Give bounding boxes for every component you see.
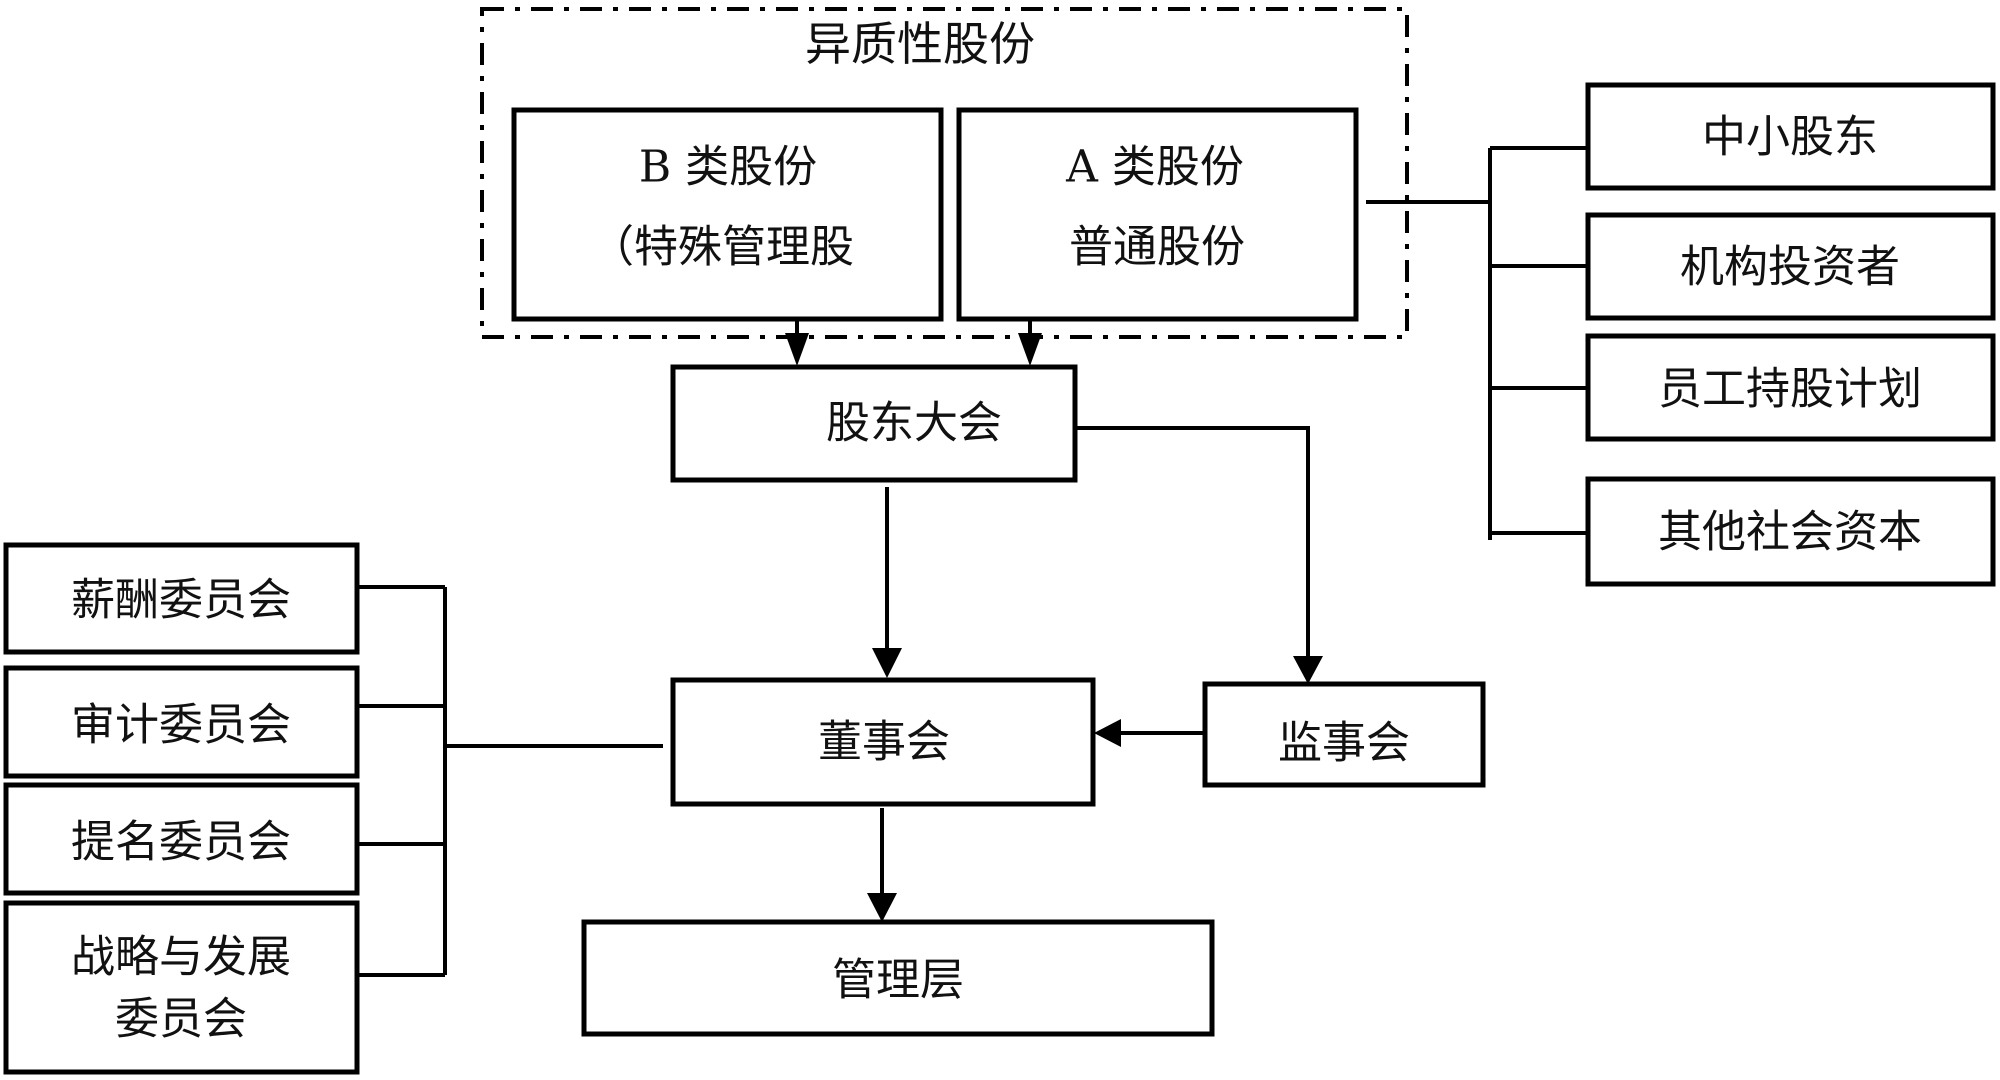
meeting-to-supervisory-connector (1075, 426, 1310, 656)
a-shares-sublabel: 普通股份 (1069, 222, 1245, 273)
type-institutional-investors[interactable]: 机构投资者 (1585, 212, 1996, 321)
b-shares-sublabel: （特殊管理股 (590, 222, 854, 273)
board-box[interactable] (670, 677, 1096, 807)
board-label: 董事会 (818, 717, 950, 768)
committee-nomination[interactable]: 提名委员会 (3, 782, 360, 896)
supervisory-to-board-arrowhead (1094, 719, 1121, 747)
type-label: 中小股东 (1702, 112, 1878, 163)
committee-box[interactable] (3, 782, 360, 896)
management-label: 管理层 (832, 955, 964, 1006)
a-shares-box[interactable] (956, 107, 1359, 322)
supervisory-board-label: 监事会 (1278, 718, 1410, 769)
group-title: 异质性股份 (805, 17, 1035, 71)
committee-box[interactable] (3, 665, 360, 779)
type-label: 其他社会资本 (1658, 507, 1922, 558)
board-to-management-arrowhead (867, 893, 897, 922)
b-shares-box[interactable] (511, 107, 944, 322)
a-shares-node[interactable]: A 类股份 普通股份 (956, 107, 1359, 322)
committee-audit[interactable]: 审计委员会 (3, 665, 360, 779)
shareholders-meeting-node[interactable]: 股东大会 (670, 364, 1078, 483)
a-to-meeting-arrowhead (1018, 333, 1042, 366)
type-box[interactable] (1585, 212, 1996, 321)
b-shares-node[interactable]: B 类股份 （特殊管理股 (511, 107, 944, 322)
b-to-meeting-arrowhead (785, 333, 809, 366)
committee-box[interactable] (3, 542, 360, 655)
type-employee-stock-plan[interactable]: 员工持股计划 (1585, 333, 1996, 442)
committee-label: 提名委员会 (71, 817, 291, 868)
shareholders-meeting-label: 股东大会 (826, 398, 1002, 449)
committee-box[interactable] (3, 900, 360, 1075)
type-other-social-capital[interactable]: 其他社会资本 (1585, 476, 1996, 587)
shareholders-meeting-box[interactable] (670, 364, 1078, 483)
type-box[interactable] (1585, 333, 1996, 442)
management-node[interactable]: 管理层 (581, 919, 1215, 1037)
type-box[interactable] (1585, 476, 1996, 587)
committee-label: 薪酬委员会 (71, 575, 291, 626)
committee-label: 审计委员会 (71, 700, 291, 751)
committee-compensation[interactable]: 薪酬委员会 (3, 542, 360, 655)
committee-label: 战略与发展 (71, 932, 291, 983)
shareholder-types-group: 中小股东 机构投资者 员工持股计划 其他社会资本 (1366, 82, 1996, 587)
committees-group: 薪酬委员会 审计委员会 提名委员会 战略与发展 委员会 (3, 542, 663, 1075)
type-label: 员工持股计划 (1658, 364, 1922, 415)
b-shares-label: B 类股份 (639, 142, 817, 193)
dashed-group-border (480, 7, 1409, 339)
meeting-to-supervisory-arrowhead (1293, 656, 1323, 684)
supervisory-board-node[interactable]: 监事会 (1202, 681, 1486, 788)
type-box[interactable] (1585, 82, 1996, 191)
board-node[interactable]: 董事会 (670, 677, 1096, 807)
committee-strategy-development[interactable]: 战略与发展 委员会 (3, 900, 360, 1075)
management-box[interactable] (581, 919, 1215, 1037)
type-label: 机构投资者 (1680, 242, 1900, 293)
committee-sublabel: 委员会 (115, 994, 247, 1045)
heterogeneous-shares-group: 异质性股份 B 类股份 （特殊管理股 A 类股份 普通股份 (480, 7, 1409, 339)
meeting-to-board-arrowhead (872, 648, 902, 678)
type-minority-shareholders[interactable]: 中小股东 (1585, 82, 1996, 191)
a-shares-label: A 类股份 (1065, 142, 1244, 193)
